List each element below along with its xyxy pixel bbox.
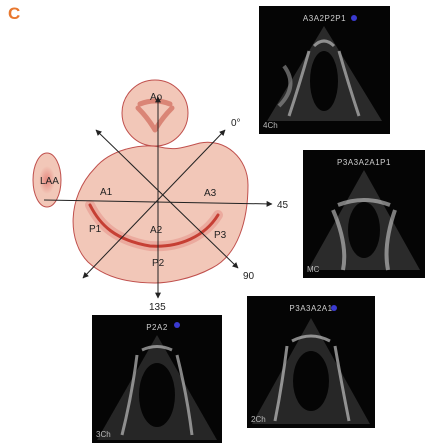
indicator-dot — [174, 322, 180, 328]
label-a1: A1 — [100, 187, 113, 198]
view-label: A3A2P2P1 — [259, 14, 390, 23]
echo-image — [303, 150, 425, 278]
echo-image — [259, 6, 390, 134]
indicator-dot — [331, 305, 337, 311]
echo-four-chamber: A3A2P2P1 4Ch — [259, 6, 390, 134]
view-corner-label: 3Ch — [96, 430, 111, 439]
angle-0: 0° — [231, 118, 241, 129]
echo-image — [247, 296, 375, 428]
indicator-dot — [351, 15, 357, 21]
label-p1: P1 — [89, 224, 102, 235]
angle-135: 135 — [149, 302, 166, 313]
aorta-shape — [122, 80, 188, 146]
label-p2: P2 — [152, 258, 165, 269]
view-label: P3A3A2A1P1 — [303, 158, 425, 167]
angle-45: 45 — [277, 200, 289, 211]
view-corner-label: 2Ch — [251, 415, 266, 424]
view-label: P2A2 — [92, 323, 222, 332]
angle-90: 90 — [243, 271, 255, 282]
view-corner-label: 4Ch — [263, 121, 278, 130]
view-label: P3A3A2A1 — [247, 304, 375, 313]
echo-image — [92, 315, 222, 443]
label-p3: P3 — [214, 230, 227, 241]
label-a2: A2 — [150, 225, 163, 236]
echo-two-chamber: P3A3A2A1 2Ch — [247, 296, 375, 428]
echo-three-chamber: P2A2 3Ch — [92, 315, 222, 443]
echo-mitral-commissural: P3A3A2A1P1 MC — [303, 150, 425, 278]
label-laa: LAA — [40, 176, 59, 187]
label-ao: Ao — [150, 92, 163, 103]
label-a3: A3 — [204, 188, 217, 199]
view-corner-label: MC — [307, 265, 319, 274]
